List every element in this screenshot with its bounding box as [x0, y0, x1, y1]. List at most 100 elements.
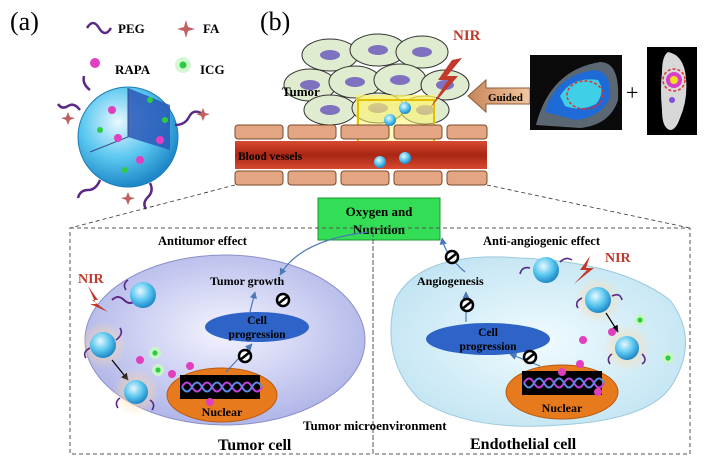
peg-chain: [641, 353, 646, 365]
oxygen-nutrition-box: [317, 197, 441, 241]
signal-cyan: [560, 79, 602, 109]
rapa-dot: [156, 136, 164, 144]
tumor-nuclear-label: Nuclear: [202, 405, 243, 419]
rapa-dot: [576, 360, 584, 368]
blood-vessels-label: Blood vessels: [238, 151, 303, 163]
tumor-cell-progression-ellipse: [205, 312, 309, 342]
oxygen-label-line2: Nutrition: [353, 222, 406, 237]
tumor-cell-nucleus: [390, 75, 410, 85]
rapa-dot: [579, 336, 587, 344]
peg-chain: [611, 293, 623, 301]
peg-chain: [149, 399, 155, 411]
anti-angiogenic-title: Anti-angiogenic effect: [483, 234, 601, 248]
peg-chain: [115, 327, 123, 341]
extravasating-nanoparticle: [399, 102, 411, 114]
endothelial-cell: [393, 170, 443, 186]
zoom-line-left: [69, 184, 236, 229]
nir-bolt-icon-endothelial: [574, 256, 594, 284]
endothelial-nuclear-label: Nuclear: [542, 401, 583, 415]
icg-dot: [97, 127, 103, 133]
tumor-cell-caption: Tumor cell: [218, 437, 292, 454]
degrading-nanoparticle: [124, 380, 148, 404]
peg-chain: [76, 179, 102, 199]
legend-icg: ICG: [175, 57, 225, 77]
endothelial-cell-prog-line1: Cell: [478, 327, 498, 339]
antitumor-title: Antitumor effect: [158, 234, 248, 248]
legend-rapa-label: RAPA: [115, 62, 151, 77]
peg-chain: [519, 266, 531, 275]
fa-star: [196, 108, 210, 121]
legend-rapa: RAPA: [90, 58, 151, 77]
rapa-dot: [206, 398, 214, 406]
rapa-dot: [558, 368, 566, 376]
rapa-dot: [108, 106, 116, 114]
endothelial-cell: [446, 124, 488, 140]
nir-activated-nanoparticle: [585, 287, 611, 313]
tumor-cell-nucleus: [320, 50, 340, 60]
legend-peg-label: PEG: [118, 21, 145, 36]
free-nanoparticle: [533, 257, 559, 283]
nanoparticle-cutaway: [128, 88, 170, 150]
angiogenesis-label: Angiogenesis: [417, 274, 484, 288]
photoacoustic-image: [530, 55, 622, 130]
endothelial-cell: [234, 124, 284, 140]
peg-chain: [559, 257, 573, 263]
oxygen-to-tumor-arrow: [279, 231, 369, 276]
panel-a-label: (a): [10, 7, 39, 36]
progression-to-growth-arrow: [249, 291, 257, 313]
tumor-nir-label: NIR: [78, 272, 105, 287]
tumor-cell-prog-line2: progression: [228, 329, 286, 341]
tumor-cell-nucleus: [368, 45, 388, 55]
fluorescence-mouse-image: [647, 47, 697, 135]
peg-chain: [607, 353, 613, 365]
endothelial-cell-prog-line2: progression: [459, 341, 517, 353]
endothelial-cell: [234, 170, 284, 186]
plus-sign: +: [626, 80, 638, 105]
rapa-dot: [608, 328, 616, 336]
icg-dot-icon: [179, 61, 187, 69]
nir-bolt-icon-tumor: [88, 286, 108, 312]
mouse-roi-circle: [662, 68, 686, 92]
inhibit-icon: [237, 348, 253, 364]
icg-dot: [152, 350, 158, 356]
fa-star: [61, 112, 75, 125]
rapa-dot: [136, 156, 144, 164]
tumor-growth-label: Tumor growth: [210, 274, 284, 288]
cutaway-edge: [89, 88, 129, 153]
tumor-microenvironment-label: Tumor microenvironment: [303, 418, 447, 433]
zoom-line-right: [486, 184, 691, 229]
rapa-dot: [186, 362, 194, 370]
rapa-dot-icon: [90, 58, 100, 68]
free-nanoparticle: [130, 282, 156, 308]
endothelial-cell: [393, 124, 443, 140]
nanoparticle-a: [56, 75, 210, 210]
rapa-dot: [136, 356, 144, 364]
legend-peg: PEG: [85, 21, 145, 36]
legend-icg-label: ICG: [200, 62, 225, 77]
inhibit-icon: [522, 349, 538, 365]
endothelial-progression-ellipse: [426, 323, 550, 355]
endothelial-cell: [287, 170, 337, 186]
extravasating-nanoparticle: [384, 114, 396, 126]
icg-dot: [122, 167, 128, 173]
tumor-cell-nucleus: [300, 80, 320, 90]
tumor-cell-nucleus: [412, 47, 432, 57]
anti-angiogenic-panel: [372, 227, 691, 455]
endothelial-cell: [340, 124, 390, 140]
oxygen-label-line1: Oxygen and: [346, 204, 414, 219]
fluorescence-signal-minor: [669, 97, 675, 103]
vessel-nanoparticle: [374, 156, 386, 168]
endothelial-dna-helix-strand: [523, 377, 605, 389]
legend-fa: FA: [177, 20, 220, 38]
endothelial-cell: [287, 124, 337, 140]
inhibit-icon: [444, 249, 460, 265]
inhibit-icon: [459, 297, 475, 313]
rapa-dot: [168, 370, 176, 378]
icg-dot: [147, 97, 153, 103]
vessel-lumen: [235, 141, 487, 169]
rapa-dot: [114, 134, 122, 142]
nir-label: NIR: [453, 28, 481, 44]
tumor-cell-nucleus: [345, 77, 365, 87]
